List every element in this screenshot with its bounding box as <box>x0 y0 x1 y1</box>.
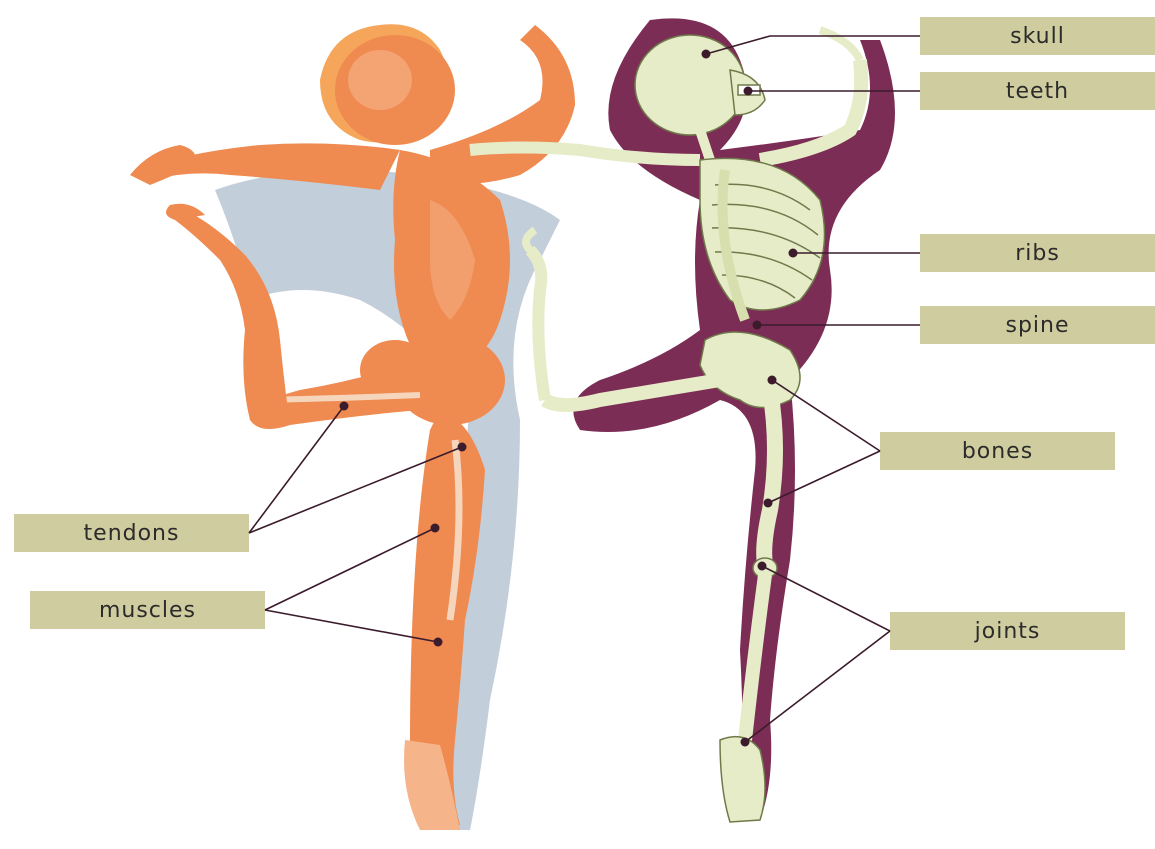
joints-label: joints <box>890 612 1125 650</box>
spine-label: spine <box>920 306 1155 344</box>
muscles-leader-2 <box>265 610 438 642</box>
tendons-label: tendons <box>14 514 249 552</box>
muscles-label: muscles <box>30 591 265 629</box>
bones-label: bones <box>880 432 1115 470</box>
muscles-leader-1 <box>265 528 435 610</box>
ribs-label: ribs <box>920 234 1155 272</box>
skull-bone <box>635 35 745 135</box>
teeth-label: teeth <box>920 72 1155 110</box>
skull-leader <box>706 36 920 54</box>
skull-label: skull <box>920 17 1155 55</box>
